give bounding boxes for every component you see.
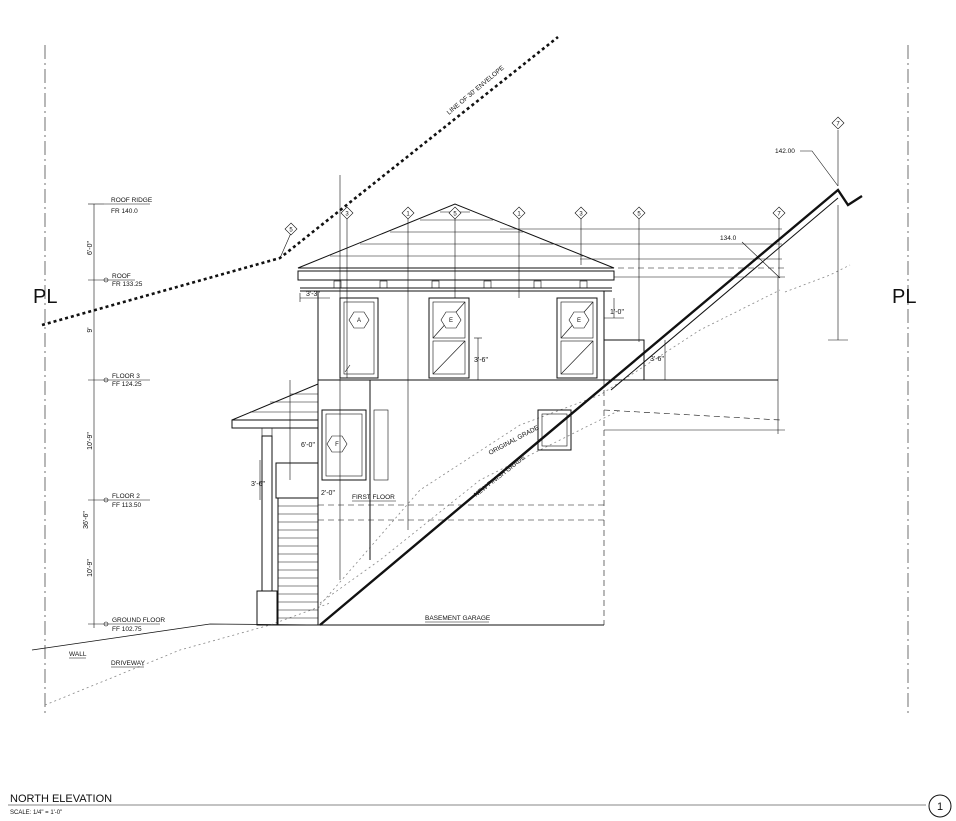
sheet-number-circle (928, 794, 952, 818)
sheet-title: NORTH ELEVATION (10, 793, 112, 805)
svg-text:E: E (577, 318, 581, 324)
svg-text:FF 124.25: FF 124.25 (112, 381, 142, 388)
keynote-5-right: 5 (632, 206, 646, 220)
svg-text:A: A (357, 318, 361, 324)
svg-text:7: 7 (777, 212, 781, 218)
dim-upper-right: 3'-6" (650, 356, 664, 363)
svg-text:GROUND FLOOR: GROUND FLOOR (112, 617, 165, 624)
upper-right-box (603, 339, 645, 381)
upper-volume (297, 270, 778, 381)
level-floor-2: FLOOR 2 FF 113.50 (88, 493, 150, 509)
elev-142: 142.00 (775, 148, 795, 155)
svg-text:FR 140.0: FR 140.0 (111, 208, 138, 215)
window-e-1 (428, 297, 470, 379)
dim-entry-left: 3'-6" (251, 481, 265, 488)
svg-text:7: 7 (836, 122, 840, 128)
label-driveway: DRIVEWAY (111, 660, 146, 667)
svg-text:5: 5 (453, 212, 457, 218)
dim-window-e-sill: 3'-6" (474, 357, 488, 364)
level-roof-ridge: ROOF RIDGE FR 140.0 (104, 197, 153, 215)
keynote-1-a: 1 (401, 206, 415, 220)
envelope-label: LINE OF 30' ENVELOPE (446, 64, 506, 116)
label-first-floor: FIRST FLOOR (352, 494, 395, 501)
svg-text:FR 133.25: FR 133.25 (112, 281, 143, 288)
keynote-5-roof: 5 (448, 206, 462, 220)
window-e-2 (556, 297, 598, 379)
dim-eave-right: 1'-0" (610, 309, 624, 316)
entry-porch (231, 383, 319, 626)
dim-roof-ridge: 6'-0" (87, 241, 94, 255)
property-line-right: PL (892, 45, 916, 715)
label-new-finish-grade: NEW FINISH GRADE (473, 454, 528, 499)
label-original-grade: ORIGINAL GRADE (488, 424, 541, 457)
title-block: NORTH ELEVATION SCALE: 1/4" = 1'-0" 1 (8, 793, 952, 818)
property-line-left-symbol: PL (33, 286, 57, 308)
svg-text:E: E (449, 318, 453, 324)
keynote-3-a: 3 (340, 206, 354, 220)
dimensions: 3'-3" 1'-0" 3'-6" 3'-6" 6'-0" 3'-6" 2'-0… (251, 291, 666, 500)
keynote-1-b: 1 (512, 206, 526, 220)
window-a (339, 297, 379, 379)
svg-text:1: 1 (517, 212, 521, 218)
level-ground-floor: GROUND FLOOR FF 102.75 (88, 617, 165, 633)
svg-text:3: 3 (345, 212, 349, 218)
svg-text:FLOOR 2: FLOOR 2 (112, 493, 140, 500)
svg-text:ROOF RIDGE: ROOF RIDGE (111, 197, 153, 204)
level-floor-3: FLOOR 3 FF 124.25 (88, 373, 150, 388)
label-wall: WALL (69, 651, 87, 658)
main-roof (297, 203, 615, 269)
dim-roof-floor3: 9' (87, 327, 94, 332)
sheet-number: 1 (937, 801, 943, 813)
svg-text:5: 5 (289, 228, 293, 234)
dim-floor2-ground: 10'-9" (87, 559, 94, 577)
elevation-callouts: 142.00 134.0 (720, 148, 839, 279)
svg-text:1: 1 (406, 212, 410, 218)
keynote-3-b: 3 (574, 206, 588, 220)
labels: FIRST FLOOR BASEMENT GARAGE WALL DRIVEWA… (69, 494, 491, 668)
grades: ORIGINAL GRADE NEW FINISH GRADE (31, 264, 851, 706)
level-roof: ROOF FR 133.25 (88, 273, 143, 288)
elev-134: 134.0 (720, 235, 737, 242)
middle-volume (317, 379, 605, 626)
keynotes: 3 1 5 1 3 5 7 7 (289, 116, 845, 580)
label-basement-garage: BASEMENT GARAGE (425, 615, 491, 622)
keynote-7-top: 7 (831, 116, 845, 130)
property-line-left: PL (33, 45, 57, 715)
window-tag-f: F (326, 435, 348, 453)
dim-window-f-head: 6'-0" (301, 442, 315, 449)
svg-text:3: 3 (579, 212, 583, 218)
keynote-7-ridge: 7 (772, 206, 786, 220)
svg-text:FLOOR 3: FLOOR 3 (112, 373, 140, 380)
window-tag-e-1: E (440, 311, 462, 329)
window-tag-a: A (348, 311, 370, 329)
level-datums: ROOF RIDGE FR 140.0 ROOF FR 133.25 FLOOR… (83, 197, 165, 633)
dim-overall: 36'-6" (83, 511, 90, 529)
svg-text:5: 5 (637, 212, 641, 218)
property-line-right-symbol: PL (892, 286, 916, 308)
svg-text:F: F (335, 442, 339, 448)
dim-floor3-floor2: 10'-9" (87, 432, 94, 450)
window-tag-e-2: E (568, 311, 590, 329)
keynote-5-envelope: 5 (284, 222, 298, 236)
roof-extension-lines (298, 205, 848, 434)
section-slope-line (319, 188, 863, 626)
svg-text:ROOF: ROOF (112, 273, 131, 280)
dim-entry-step: 2'-0" (321, 490, 335, 497)
dim-overhang: 3'-3" (306, 291, 320, 298)
svg-text:FF 102.75: FF 102.75 (112, 626, 142, 633)
sheet-scale: SCALE: 1/4" = 1'-0" (10, 810, 62, 816)
svg-text:FF 113.50: FF 113.50 (112, 502, 142, 509)
